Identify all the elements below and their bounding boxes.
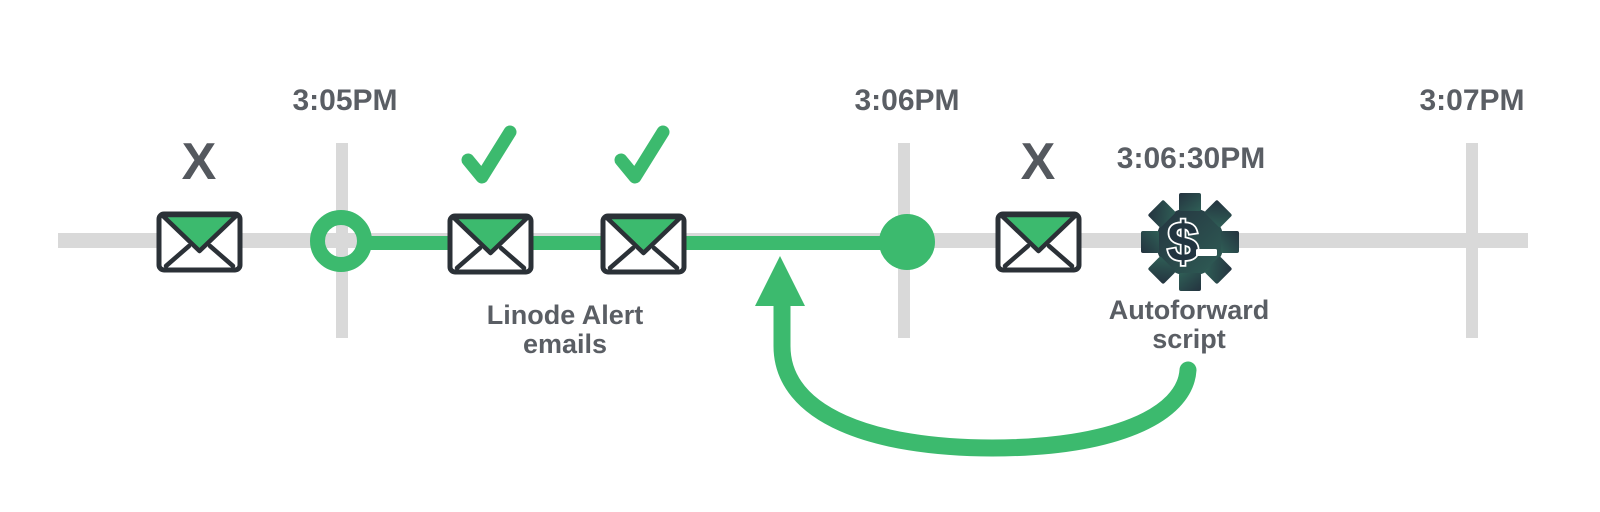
gear-dollar-icon: $ xyxy=(1141,193,1239,291)
envelope-icon xyxy=(600,213,687,275)
segment-end-marker xyxy=(879,214,935,270)
tick-label-307: 3:07PM xyxy=(1419,84,1525,117)
tick-label-306: 3:06PM xyxy=(854,84,960,117)
x-mark: X xyxy=(181,133,217,191)
arrowhead xyxy=(755,256,805,306)
autoforward-caption-line1: Autoforward xyxy=(1108,295,1270,325)
tick-307 xyxy=(1466,143,1478,338)
alert-emails-caption-line2: emails xyxy=(522,329,608,359)
check-icon xyxy=(461,125,517,184)
envelope-icon xyxy=(995,211,1082,273)
dollar-glyph: $ xyxy=(1167,210,1198,273)
underscore-glyph xyxy=(1196,249,1217,256)
tick-label-305: 3:05PM xyxy=(292,84,398,117)
alert-emails-caption-line1: Linode Alert xyxy=(486,300,644,330)
x-mark: X xyxy=(1020,133,1056,191)
check-icon xyxy=(614,125,670,184)
script-time-label: 3:06:30PM xyxy=(1116,142,1266,175)
envelope-icon xyxy=(156,211,243,273)
autoforward-caption: Autoforward script xyxy=(1059,296,1319,354)
segment-start-marker xyxy=(310,210,372,272)
curved-arrow xyxy=(755,256,1197,457)
envelope-icon xyxy=(447,213,534,275)
alert-emails-caption: Linode Alert emails xyxy=(435,301,695,359)
autoforward-caption-line2: script xyxy=(1152,324,1226,354)
